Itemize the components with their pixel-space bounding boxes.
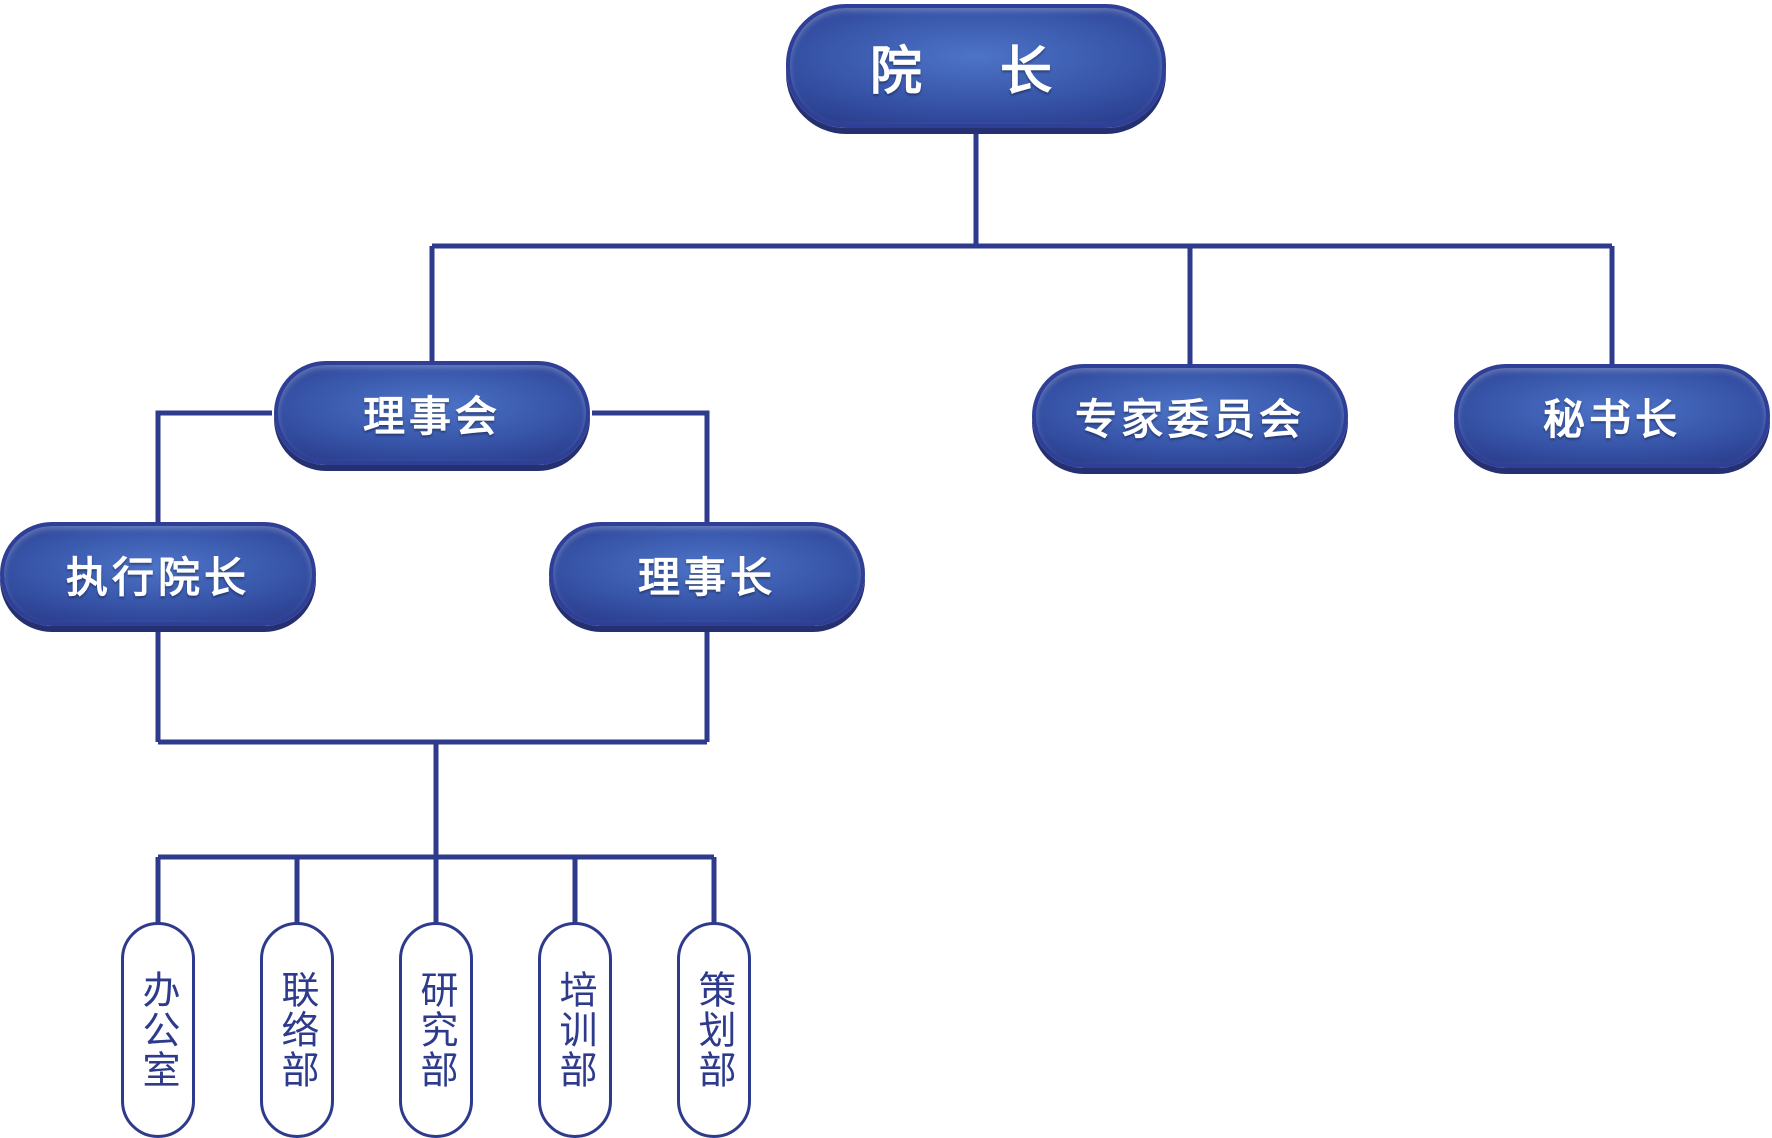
president-node: 院 长 — [786, 4, 1166, 128]
dept-planning: 策划部 — [677, 922, 751, 1138]
dept-label: 联络部 — [275, 970, 319, 1090]
board-to-executive — [155, 410, 272, 525]
dept-research: 研究部 — [399, 922, 473, 1138]
dept-label: 培训部 — [553, 970, 597, 1090]
executive-label: 执行院长 — [65, 552, 250, 602]
dept-label: 办公室 — [136, 970, 180, 1090]
president-label: 院 长 — [869, 41, 1083, 102]
dept-label: 研究部 — [414, 970, 458, 1090]
dept-liaison: 联络部 — [260, 922, 334, 1138]
secretary-label: 秘书长 — [1542, 394, 1681, 444]
chairman-node: 理事长 — [549, 522, 865, 626]
board-node: 理事会 — [274, 361, 590, 465]
secretary-node: 秘书长 — [1454, 364, 1770, 468]
experts-node: 专家委员会 — [1032, 364, 1348, 468]
board-to-chairman — [592, 410, 710, 525]
chairman-label: 理事长 — [637, 552, 776, 602]
dept-office: 办公室 — [121, 922, 195, 1138]
experts-label: 专家委员会 — [1074, 394, 1305, 444]
executive-node: 执行院长 — [0, 522, 316, 626]
dept-training: 培训部 — [538, 922, 612, 1138]
board-label: 理事会 — [362, 391, 501, 441]
dept-label: 策划部 — [692, 970, 736, 1090]
